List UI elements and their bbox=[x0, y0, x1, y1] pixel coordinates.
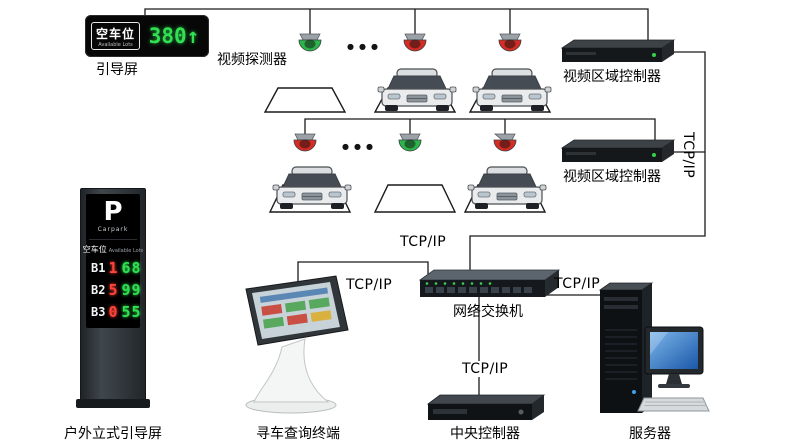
car-icon bbox=[272, 166, 352, 210]
pillar-header: 空车位 Available Lots bbox=[83, 239, 143, 255]
pillar-base bbox=[76, 399, 150, 408]
server-device bbox=[598, 282, 710, 413]
video-area-controller-1-device bbox=[560, 39, 676, 62]
parking-space bbox=[373, 184, 457, 213]
parking-space bbox=[263, 87, 347, 113]
caption-video-area-controller-2: 视频区域控制器 bbox=[563, 169, 661, 185]
video-detector-camera-red-icon bbox=[498, 33, 522, 52]
level-count-green: 55 bbox=[121, 303, 142, 321]
level-count-green: 99 bbox=[121, 281, 142, 299]
video-detector-camera-red-icon bbox=[403, 33, 427, 52]
led-sign-label-box: 空车位 Available Lots bbox=[91, 22, 141, 50]
video-detector-camera-green-icon bbox=[398, 133, 422, 152]
caption-pillar-display: 户外立式引导屏 bbox=[64, 426, 162, 440]
ellipsis-row1: ●●● bbox=[347, 42, 383, 51]
video-detector-camera-red-icon bbox=[293, 133, 317, 152]
led-sign-value: 380↑ bbox=[145, 23, 203, 48]
available-count: 380 bbox=[148, 23, 187, 48]
led-sign-label-cn: 空车位 bbox=[96, 27, 136, 41]
car-icon bbox=[467, 166, 547, 210]
pillar-row-b2: B2 5 99 bbox=[89, 281, 141, 299]
level-count-red: 1 bbox=[108, 259, 119, 277]
level-label: B2 bbox=[91, 283, 106, 297]
monitor-icon bbox=[644, 326, 704, 388]
outdoor-pillar-display: P Carpark 空车位 Available Lots B1 1 68 B2 … bbox=[76, 188, 150, 408]
tcpip-label-kiosk-switch: TCP/IP bbox=[346, 277, 393, 293]
pillar-row-b1: B1 1 68 bbox=[89, 259, 141, 277]
caption-kiosk: 寻车查询终端 bbox=[256, 426, 340, 440]
network-switch-device bbox=[418, 269, 561, 297]
caption-video-detector: 视频探测器 bbox=[217, 52, 287, 68]
pillar-screen: P Carpark 空车位 Available Lots B1 1 68 B2 … bbox=[83, 194, 143, 328]
level-label: B3 bbox=[91, 305, 106, 319]
pillar-header-cn: 空车位 bbox=[82, 245, 107, 254]
level-count-red: 0 bbox=[108, 303, 119, 321]
caption-server: 服务器 bbox=[629, 426, 671, 440]
keyboard-icon bbox=[637, 397, 710, 412]
level-label: B1 bbox=[91, 261, 106, 275]
caption-network-switch: 网络交换机 bbox=[453, 304, 523, 320]
up-arrow-icon: ↑ bbox=[186, 23, 200, 48]
video-detector-camera-green-icon bbox=[298, 33, 322, 52]
video-detector-camera-red-icon bbox=[493, 133, 517, 152]
tcpip-label-switch-central: TCP/IP bbox=[460, 361, 511, 377]
tcpip-label-above-switch: TCP/IP bbox=[400, 234, 447, 250]
caption-guidance-screen: 引导屏 bbox=[96, 62, 138, 78]
kiosk-device bbox=[245, 275, 349, 414]
pillar-header-en: Available Lots bbox=[108, 248, 144, 254]
caption-video-area-controller-1: 视频区域控制器 bbox=[563, 69, 661, 85]
level-count-red: 5 bbox=[108, 281, 119, 299]
video-area-controller-2-device bbox=[560, 139, 676, 162]
kiosk-screen-map bbox=[259, 287, 332, 329]
caption-central-controller: 中央控制器 bbox=[450, 426, 520, 440]
car-icon bbox=[472, 68, 552, 112]
pillar-row-b3: B3 0 55 bbox=[89, 303, 141, 321]
car-icon bbox=[377, 68, 457, 112]
connection-lines bbox=[144, 8, 706, 399]
tcpip-label-right-vertical: TCP/IP bbox=[680, 132, 696, 179]
pillar-brand: Carpark bbox=[97, 226, 129, 233]
central-controller-device bbox=[426, 394, 546, 420]
level-count-green: 68 bbox=[121, 259, 142, 277]
tcpip-label-switch-server: TCP/IP bbox=[554, 276, 601, 292]
pillar-letter-p: P bbox=[103, 197, 123, 227]
guidance-led-sign: 空车位 Available Lots 380↑ bbox=[85, 15, 209, 57]
led-sign-label-en: Available Lots bbox=[98, 42, 133, 48]
ellipsis-row2: ●●● bbox=[342, 142, 378, 151]
